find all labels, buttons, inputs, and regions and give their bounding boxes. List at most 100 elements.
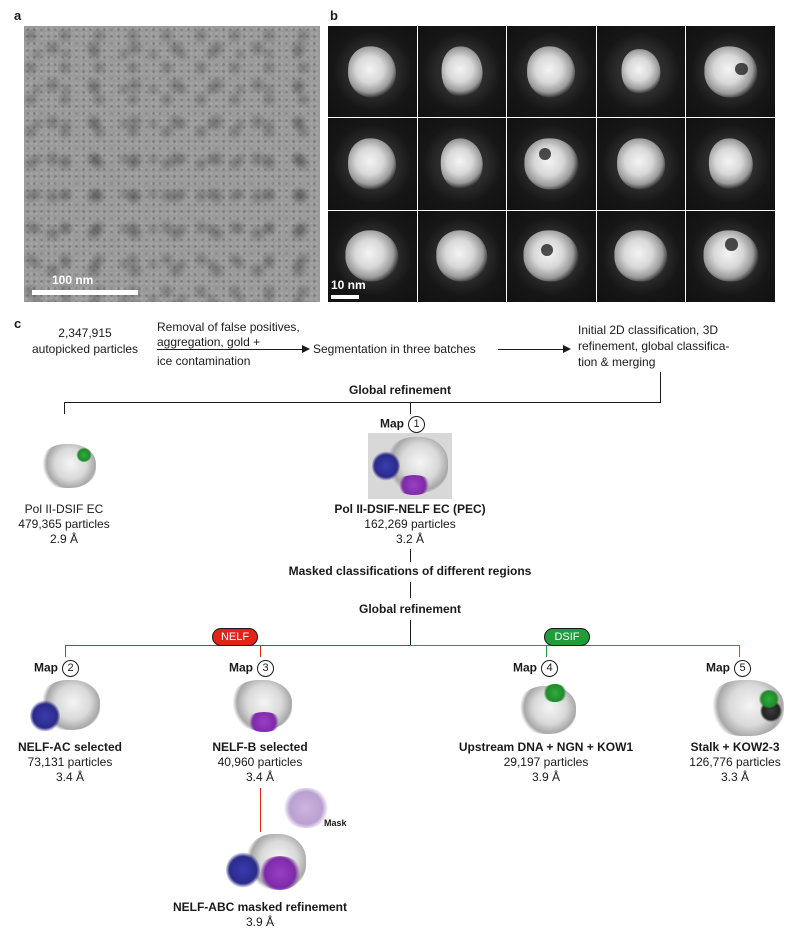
abc-nelf-ac-density [226, 852, 260, 888]
map2-number: 2 [62, 660, 79, 677]
map3-particles: 40,960 particles [217, 755, 303, 769]
map5-particles: 126,776 particles [689, 755, 781, 769]
map1-resolution: 3.2 Å [395, 532, 425, 546]
map1-name: Pol II-DSIF-NELF EC (PEC) [334, 502, 486, 516]
map1-number: 1 [408, 416, 425, 433]
arrow-head-2 [563, 345, 571, 353]
global-refinement-label-2: Global refinement [358, 602, 462, 616]
map1-image-frame [368, 433, 452, 499]
map-word: Map [706, 660, 730, 675]
branch-map2-drop [65, 645, 66, 657]
dsif-density [76, 448, 92, 462]
mask-label: Mask [324, 818, 347, 828]
map5-name: Stalk + KOW2-3 [690, 740, 780, 754]
dsif-tag: DSIF [544, 628, 590, 646]
class-average [596, 118, 686, 210]
class-average [507, 210, 596, 302]
map-word: Map [229, 660, 253, 675]
bracket1-left-tick [64, 402, 65, 414]
class-average [596, 26, 686, 118]
class-average [417, 210, 507, 302]
class-average [686, 26, 775, 118]
map5-kow-density [758, 690, 780, 708]
removal-line2: aggregation, gold + [157, 335, 261, 349]
abc-nelf-b-density [258, 856, 302, 890]
branch-map3-drop [260, 645, 261, 657]
bracket1-horizontal [64, 402, 661, 403]
class-average [328, 26, 417, 118]
map1-particles: 162,269 particles [364, 517, 456, 531]
particles-count: 2,347,915 [58, 326, 112, 340]
flow-connector-1 [410, 549, 411, 562]
map2-nelf-ac-density [30, 700, 60, 732]
cryo-em-micrograph [24, 26, 320, 302]
flow-connector-3 [410, 620, 411, 645]
arrow-line-1 [157, 349, 303, 350]
pol-dsif-particles: 479,365 particles [18, 517, 110, 531]
map4-number: 4 [541, 660, 558, 677]
map4-particles: 29,197 particles [503, 755, 589, 769]
nelf-ac-density [372, 451, 400, 481]
map2-particles: 73,131 particles [27, 755, 113, 769]
class-average [417, 118, 507, 210]
map3-resolution: 3.4 Å [245, 770, 275, 784]
removal-line3: ice contamination [157, 354, 251, 368]
map3-to-abc-line [260, 788, 261, 832]
initial-line3: tion & merging [578, 355, 656, 369]
map5-label: Map 5 [706, 660, 751, 677]
class-average [596, 210, 686, 302]
abc-resolution: 3.9 Å [245, 915, 275, 929]
mask-density [284, 788, 328, 828]
initial-line1: Initial 2D classification, 3D [578, 323, 719, 337]
map1-label: Map 1 [380, 416, 425, 433]
branch-map4-drop [546, 645, 547, 657]
map2-name: NELF-AC selected [17, 740, 123, 754]
removal-line1: Removal of false positives, [157, 320, 300, 334]
nelf-b-density [396, 475, 432, 495]
flow-connector-2 [410, 582, 411, 598]
masked-classifications-label: Masked classifications of different regi… [288, 564, 532, 578]
class-average [686, 210, 775, 302]
map4-dsif-density [542, 684, 568, 702]
class-average [328, 118, 417, 210]
class-average [686, 118, 775, 210]
panel-a-letter: a [14, 8, 22, 23]
map2-resolution: 3.4 Å [55, 770, 85, 784]
scale-bar-b [331, 295, 359, 299]
global-refinement-label-1: Global refinement [348, 383, 452, 397]
scale-bar-a [32, 290, 138, 295]
map-word: Map [513, 660, 537, 675]
map4-resolution: 3.9 Å [531, 770, 561, 784]
bracket1-center-tick [410, 402, 411, 414]
abc-name: NELF-ABC masked refinement [172, 900, 348, 914]
particles-label: autopicked particles [31, 342, 139, 356]
map3-name: NELF-B selected [212, 740, 308, 754]
class-average [328, 210, 417, 302]
map-word: Map [380, 416, 404, 431]
map3-label: Map 3 [229, 660, 274, 677]
panel-b-letter: b [330, 8, 338, 23]
panel-c-letter: c [14, 316, 22, 331]
scale-label-a: 100 nm [52, 273, 94, 287]
class-average [507, 26, 596, 118]
map3-number: 3 [257, 660, 274, 677]
scale-label-b: 10 nm [331, 278, 366, 292]
map-word: Map [34, 660, 58, 675]
class-averages-grid [328, 26, 775, 302]
pol-dsif-resolution: 2.9 Å [49, 532, 79, 546]
map5-resolution: 3.3 Å [720, 770, 750, 784]
map4-label: Map 4 [513, 660, 558, 677]
segmentation-step: Segmentation in three batches [313, 342, 476, 356]
map5-number: 5 [734, 660, 751, 677]
initial-line2: refinement, global classifica- [578, 339, 730, 353]
branch-map5-drop [739, 645, 740, 657]
map2-label: Map 2 [34, 660, 79, 677]
bracket1-right-drop [660, 372, 661, 402]
pol-dsif-name: Pol II-DSIF EC [24, 502, 104, 516]
class-average [417, 26, 507, 118]
map4-name: Upstream DNA + NGN + KOW1 [458, 740, 634, 754]
nelf-tag: NELF [212, 628, 258, 646]
class-average [507, 118, 596, 210]
arrow-head-1 [302, 345, 310, 353]
map3-nelf-b-density [246, 712, 282, 732]
